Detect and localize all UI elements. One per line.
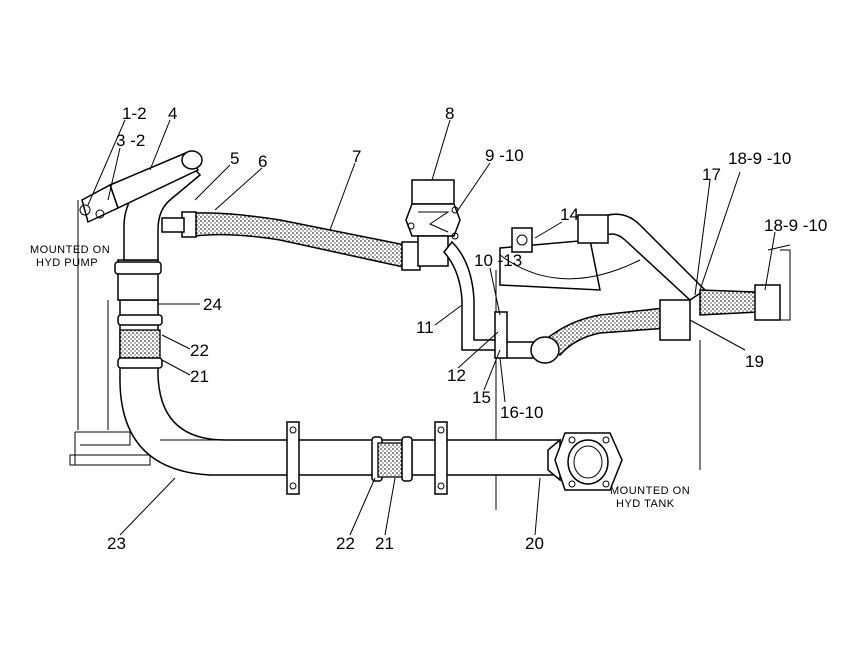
valve-8 [405, 179, 461, 267]
hose-19 [494, 307, 669, 364]
callout-20: 20 [525, 534, 544, 553]
callout-4: 4 [168, 104, 177, 123]
callout-1-2: 1-2 [122, 104, 147, 123]
callout-23: 23 [107, 534, 126, 553]
coupling-horizontal [371, 436, 413, 482]
callout-11: 11 [416, 318, 434, 337]
callout-9-10: 9 -10 [485, 146, 524, 165]
callout-16-10: 16-10 [500, 403, 543, 422]
callout-21-upper: 21 [190, 367, 209, 386]
callout-22-upper: 22 [190, 341, 209, 360]
callout-18-9-10-b: 18-9 -10 [764, 216, 827, 235]
callout-22-lower: 22 [336, 534, 355, 553]
callout-14: 14 [560, 205, 579, 224]
tank-note-line2: HYD TANK [616, 498, 675, 510]
callout-3-2: 3 -2 [116, 131, 145, 150]
component-14 [511, 214, 609, 253]
suction-pipe-23 [119, 299, 561, 476]
pump-mount-frame [69, 200, 151, 466]
callout-10-13: 10 -13 [474, 251, 522, 270]
callout-15: 15 [472, 388, 491, 407]
pump-note-line1: MOUNTED ON [30, 244, 110, 256]
tank-flange [547, 432, 623, 491]
tank-note-line1: MOUNTED ON [610, 485, 690, 497]
callout-7: 7 [352, 147, 361, 166]
pipe-brackets [286, 421, 448, 495]
callout-6: 6 [258, 152, 267, 171]
callout-18-9-10-a: 18-9 -10 [728, 149, 791, 168]
callout-8: 8 [445, 104, 454, 123]
callout-17: 17 [702, 165, 721, 184]
callout-12: 12 [447, 366, 466, 385]
callout-24: 24 [203, 295, 222, 314]
hose-7 [161, 211, 421, 271]
callout-19: 19 [745, 352, 764, 371]
leader-lines [87, 119, 776, 536]
coupling-vertical [117, 314, 163, 369]
callout-21-lower: 21 [375, 534, 394, 553]
pump-note-line2: HYD PUMP [36, 257, 98, 269]
callout-5: 5 [230, 149, 239, 168]
